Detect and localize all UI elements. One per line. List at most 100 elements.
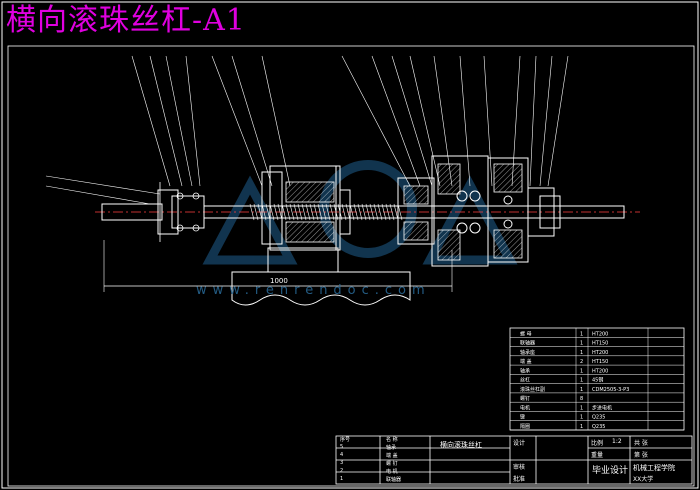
thread-line (273, 203, 279, 221)
dimension: 1000 (103, 240, 453, 292)
thread-line (265, 203, 271, 221)
thread-line (293, 203, 299, 221)
ball-screw-shaft (203, 203, 625, 221)
bom-qty: 1 (580, 341, 583, 347)
thread-line (301, 203, 307, 221)
leader-line (409, 55, 441, 187)
leader-line (459, 55, 471, 187)
title-block-project: 毕业设计 (592, 466, 629, 476)
bom-name: 轴承 (520, 367, 530, 374)
title-block (335, 435, 693, 485)
left-table-num: 3 (340, 460, 344, 466)
leader-line (547, 55, 569, 187)
title-block-check: 审核 (513, 464, 526, 471)
thread-line (377, 203, 383, 221)
thread-line (317, 203, 323, 221)
leader-line (149, 55, 183, 187)
leader-line (185, 55, 201, 187)
thread-line (305, 203, 311, 221)
bom-qty: 1 (580, 424, 583, 430)
bom-name: 键 (520, 414, 525, 421)
thread-line (261, 203, 267, 221)
bom-material: Q235 (592, 424, 605, 430)
title-block-scale-label: 比例 (591, 440, 604, 447)
thread-line (253, 203, 259, 221)
leader-line (433, 55, 453, 187)
leader-line (211, 55, 263, 187)
bom-material: CDM2505-3-P3 (592, 387, 629, 393)
thread-line (297, 203, 303, 221)
leader-line (539, 55, 553, 187)
bom-row: 键 1 Q235 (510, 414, 684, 421)
thread-line (381, 203, 387, 221)
bom-row: 丝杠 1 45钢 (510, 377, 684, 384)
thread-line (385, 203, 391, 221)
part-leaders (45, 55, 569, 205)
bom-name: 轴承座 (520, 349, 535, 356)
bom-name: 电机 (520, 404, 530, 411)
left-table-name: 名 称 (386, 437, 398, 443)
left-table-num: 序号 (340, 437, 351, 443)
nut-assembly (397, 155, 489, 267)
thread-line (345, 203, 351, 221)
bom-qty: 1 (580, 368, 583, 374)
leader-line (391, 55, 433, 187)
bom-row: 联轴器 1 HT150 (510, 340, 684, 347)
base-block (231, 247, 411, 306)
left-table-num: 1 (340, 476, 344, 482)
leader-line (371, 55, 421, 187)
bom-material: HT200 (592, 368, 608, 374)
left-table-num: 2 (340, 468, 344, 474)
title-block-sheet-no: 第 张 (634, 452, 648, 459)
leader-line (45, 185, 151, 205)
bom-material: 步进电机 (592, 404, 612, 411)
left-table-num: 4 (340, 452, 344, 458)
thread-line (361, 203, 367, 221)
thread-line (329, 203, 335, 221)
thread-line (349, 203, 355, 221)
thread-line (393, 203, 399, 221)
bom-qty: 1 (580, 415, 583, 421)
drawing-inner-frame (7, 45, 695, 487)
bom-name: 联轴器 (520, 340, 535, 347)
thread-line (341, 203, 347, 221)
bom-qty: 1 (580, 350, 583, 356)
bom-qty: 1 (580, 378, 583, 384)
watermark-text: www.renrendoc.com (196, 283, 431, 298)
bom-qty: 8 (580, 396, 583, 402)
thread-line (373, 203, 379, 221)
left-bearing-seat (261, 165, 351, 251)
leader-line (341, 55, 411, 187)
bom-row: 轴承 1 HT200 (510, 367, 684, 375)
title-block-design: 设计 (513, 440, 526, 447)
leader-line (45, 175, 161, 195)
bom-name: 丝杠 (520, 377, 530, 384)
thread-line (309, 203, 315, 221)
leader-line (261, 55, 291, 187)
title-block-sheet-label: 共 张 (634, 440, 648, 447)
leader-line (165, 55, 193, 187)
right-bearing-housing (487, 157, 561, 263)
thread-line (389, 203, 395, 221)
title-block-dept: XX大学 (633, 476, 654, 483)
bom-material: HT150 (592, 341, 608, 347)
thread-line (313, 203, 319, 221)
thread-line (353, 203, 359, 221)
bom-material: Q235 (592, 415, 605, 421)
bom-material: HT150 (592, 359, 608, 365)
thread-line (325, 203, 331, 221)
thread-line (285, 203, 291, 221)
bom-material: 45钢 (592, 377, 603, 384)
left-table-name: 电 机 (386, 469, 398, 475)
thread-line (321, 203, 327, 221)
drawing-title: 横向滚珠丝杠-A1 (6, 3, 246, 38)
